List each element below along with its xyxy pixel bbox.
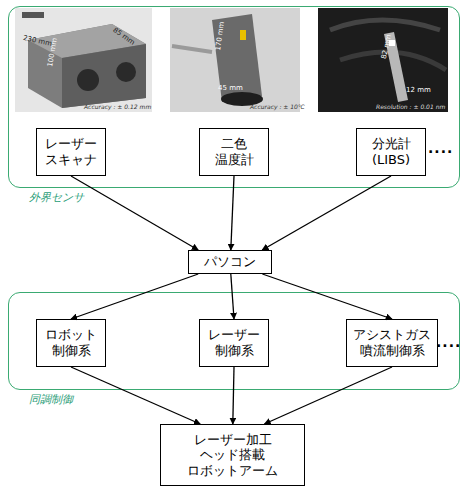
scanner-front bbox=[62, 44, 146, 108]
flow-arrow bbox=[71, 367, 200, 424]
dimension-label: 45 mm bbox=[218, 84, 243, 92]
sensor-group: 外界センサレーザー スキャナ二色 温度計分光計 (LIBS) bbox=[8, 6, 460, 188]
probe-photo bbox=[318, 8, 448, 112]
control-group: 同調制御ロボット 制御系レーザー 制御系アシストガス 噴流制御系 bbox=[8, 292, 460, 390]
sensor-box: 分光計 (LIBS) bbox=[356, 128, 426, 176]
fiber-cable bbox=[330, 20, 440, 30]
flow-arrow bbox=[262, 274, 392, 319]
control-box: ロボット 制御系 bbox=[36, 319, 106, 367]
box-label: 分光計 (LIBS) bbox=[357, 136, 425, 167]
thermometer-rod bbox=[172, 46, 212, 52]
flow-arrow bbox=[71, 274, 198, 319]
pc-box: パソコン bbox=[188, 250, 272, 274]
sensor-box: 二色 温度計 bbox=[199, 128, 269, 176]
scanner-body bbox=[28, 24, 146, 108]
box-label: 二色 温度計 bbox=[200, 136, 268, 167]
scanner-lens bbox=[116, 62, 136, 82]
control-box: レーザー 制御系 bbox=[199, 319, 269, 367]
ellipsis-mark: .... bbox=[428, 140, 453, 156]
sensor-box: レーザー スキャナ bbox=[36, 128, 106, 176]
scanner-mount bbox=[22, 12, 44, 18]
box-label: レーザー スキャナ bbox=[37, 136, 105, 167]
flow-arrow bbox=[231, 176, 234, 250]
flow-arrow bbox=[264, 367, 392, 424]
robot-box: レーザー加工 ヘッド搭載 ロボットアーム bbox=[160, 424, 305, 486]
dimension-label: 85 mm bbox=[111, 26, 136, 47]
box-label: レーザー 制御系 bbox=[200, 327, 268, 358]
flow-arrow bbox=[231, 274, 234, 319]
warning-sticker bbox=[240, 30, 246, 40]
scanner-lens bbox=[77, 69, 99, 91]
dimension-label: 82 mm bbox=[380, 34, 393, 60]
scanner-photo bbox=[15, 8, 152, 112]
flow-arrow bbox=[233, 367, 234, 424]
ellipsis-mark: .... bbox=[436, 334, 461, 350]
box-label: パソコン bbox=[202, 254, 258, 270]
accuracy-note: Accuracy : ± 10℃ bbox=[250, 103, 305, 110]
control-box: アシストガス 噴流制御系 bbox=[346, 319, 438, 367]
thermometer-body bbox=[212, 14, 262, 102]
accuracy-note: Accuracy : ± 0.12 mm bbox=[84, 103, 151, 110]
flow-arrow bbox=[71, 176, 198, 250]
group-heading: 同調制御 bbox=[29, 392, 73, 407]
flow-arrow bbox=[262, 176, 391, 250]
dimension-label: 170 mm bbox=[214, 21, 226, 51]
box-label: アシストガス 噴流制御系 bbox=[347, 327, 437, 358]
dimension-label: 12 mm bbox=[406, 86, 431, 94]
group-heading: 外界センサ bbox=[29, 190, 84, 205]
box-label: ロボット 制御系 bbox=[37, 327, 105, 358]
resolution-note: Resolution : ± 0.01 nm bbox=[376, 103, 445, 110]
box-label: レーザー加工 ヘッド搭載 ロボットアーム bbox=[161, 432, 304, 479]
thermometer-photo bbox=[170, 8, 300, 112]
dimension-label: 230 mm bbox=[22, 34, 52, 48]
